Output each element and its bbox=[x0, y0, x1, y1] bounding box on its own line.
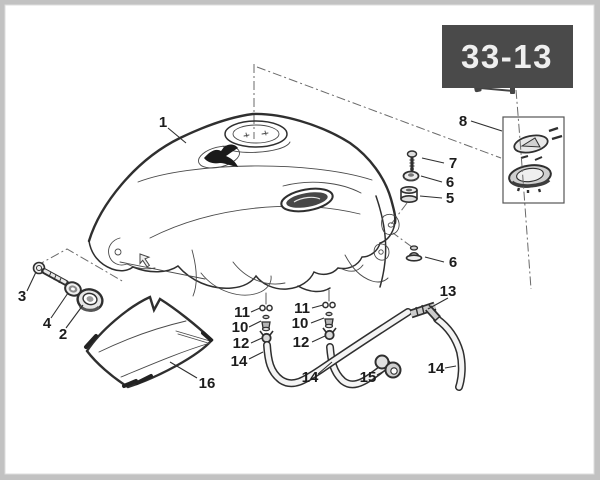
screw-part-7 bbox=[406, 150, 418, 171]
washer-part-4 bbox=[64, 281, 82, 297]
fuel-tank-drawing bbox=[87, 112, 400, 305]
callout-1: 1 bbox=[159, 114, 167, 131]
callout-16: 16 bbox=[199, 375, 216, 392]
drain-fitting-set-left bbox=[259, 304, 274, 344]
callout-6-upper: 6 bbox=[446, 174, 454, 191]
grommet-part-2 bbox=[76, 288, 104, 312]
washer-part-6-upper bbox=[402, 170, 420, 182]
eagle-emblem bbox=[198, 144, 240, 169]
mouse-cursor-icon bbox=[139, 253, 151, 268]
callout-6-lower: 6 bbox=[449, 254, 457, 271]
callout-7: 7 bbox=[449, 155, 457, 172]
page-code-text: 33-13 bbox=[461, 38, 553, 75]
tank-side-badge bbox=[280, 187, 334, 213]
filler-cap-top bbox=[224, 120, 288, 148]
callout-10-left: 10 bbox=[232, 319, 249, 336]
callout-10-right: 10 bbox=[292, 315, 309, 332]
callout-8: 8 bbox=[459, 113, 467, 130]
callout-15: 15 bbox=[360, 369, 377, 386]
callout-12-left: 12 bbox=[233, 335, 250, 352]
bolt-part-3 bbox=[32, 261, 69, 286]
callout-11-right: 11 bbox=[294, 300, 310, 317]
callout-leaders bbox=[26, 120, 503, 379]
cap-centerline bbox=[515, 89, 532, 290]
callout-5: 5 bbox=[446, 190, 454, 207]
callout-4: 4 bbox=[43, 315, 52, 332]
callout-12-right: 12 bbox=[293, 334, 310, 351]
drain-fitting-set-right bbox=[322, 301, 337, 341]
callout-14-left: 14 bbox=[231, 353, 248, 370]
callout-13: 13 bbox=[440, 283, 457, 300]
tank-pad-part-16 bbox=[84, 295, 214, 389]
rubber-mount-part-6-lower bbox=[405, 245, 423, 262]
callout-numbers: 1 7 6 5 8 6 3 4 2 16 11 10 12 14 11 10 1… bbox=[18, 113, 467, 392]
callout-14-right: 14 bbox=[428, 360, 445, 377]
callout-3: 3 bbox=[18, 288, 26, 305]
page-code-box bbox=[442, 25, 573, 88]
callout-2: 2 bbox=[59, 326, 67, 343]
callout-11-left: 11 bbox=[234, 304, 250, 321]
grommet-part-5 bbox=[400, 186, 418, 204]
callout-14-bottom: 14 bbox=[302, 369, 319, 386]
page-code-badge: 33-13 bbox=[442, 25, 573, 88]
fuel-drain-hoses bbox=[263, 308, 466, 391]
